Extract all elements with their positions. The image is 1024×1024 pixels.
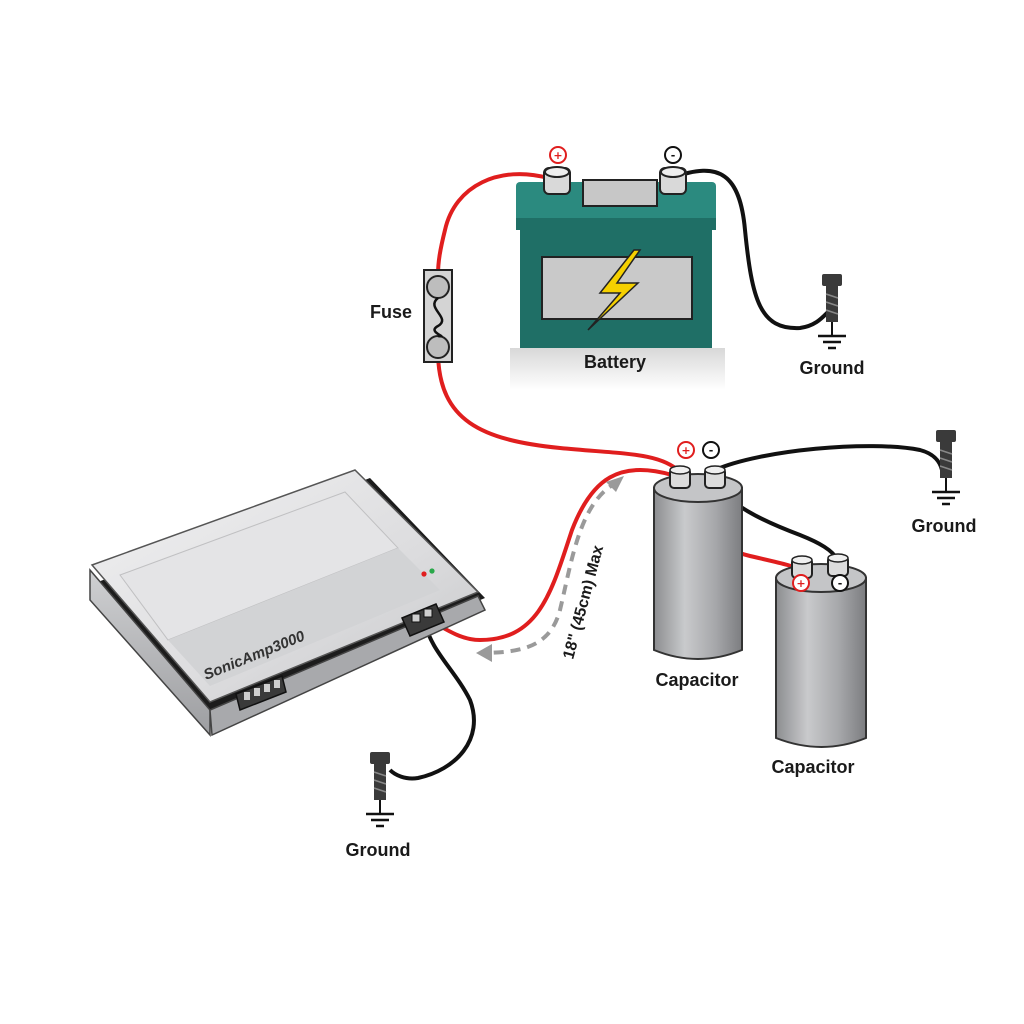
svg-text:+: + [681,444,690,457]
capacitor-2-body [775,577,867,748]
wire-battery-negative-to-ground [671,168,830,331]
capacitor-2-label: Capacitor [771,757,854,777]
fuse-element [433,297,444,338]
ground-bolt-icon [932,430,960,506]
ground-capacitor: Ground [912,430,977,536]
wire-fuse-to-capacitor-positive [436,354,682,474]
amplifier-power-led-green [429,568,435,574]
wire-capacitor-negative-to-ground [714,444,944,472]
svg-text:-: - [838,577,843,590]
ground-amplifier: Ground [346,752,411,860]
capacitor-1-top [653,473,743,503]
svg-text:+: + [796,577,805,590]
distance-arrow [484,480,619,655]
battery-positive-sign: + [549,146,567,164]
amplifier-power-led-red [421,571,427,577]
fuse-top-cap [426,275,450,299]
wire-battery-positive-to-fuse [436,172,549,276]
amplifier-power-terminal [401,603,445,637]
capacitor-2: + - Capacitor [771,553,867,777]
fuse: Fuse [370,269,453,363]
capacitor-2-negative-post [827,553,849,577]
svg-text:+: + [553,149,562,162]
battery-label: Battery [584,352,646,372]
distance-arrowhead-bottom [476,644,492,662]
capacitor-2-positive-post [791,555,813,579]
ground-bolt-icon [366,752,394,828]
battery-negative-post [659,166,687,195]
lightning-icon [587,249,642,331]
amplifier: SonicAmp3000 [89,469,487,737]
capacitor-1-negative-sign: - [702,441,720,459]
distance-arrowhead-top [606,476,624,492]
battery-shadow [510,348,725,390]
capacitor-2-positive-sign: + [792,574,810,592]
wire-capacitor-positive-to-amplifier [431,467,673,643]
capacitor-2-top [775,563,867,593]
capacitor-1-negative-post [704,465,726,489]
battery-lid-rim [516,218,716,230]
fuse-label: Fuse [370,302,412,322]
ground-label: Ground [912,516,977,536]
ground-label: Ground [800,358,865,378]
wire-amplifier-negative-to-ground [388,621,476,781]
battery: + - Battery [510,146,725,390]
svg-text:-: - [671,149,676,162]
battery-negative-sign: - [664,146,682,164]
battery-positive-post [543,166,571,195]
amplifier-speaker-terminal [235,674,287,712]
ground-battery: Ground [800,274,865,378]
battery-vent-cap [582,179,658,207]
amplifier-front-face [89,567,211,737]
capacitor-1-body [653,487,743,660]
distance-indicator: 18" (45cm) Max [476,476,624,662]
capacitor-1-positive-post [669,465,691,489]
distance-label: 18" (45cm) Max [560,544,607,661]
amplifier-heatsink-shadow [168,548,440,686]
capacitor-1-label: Capacitor [655,670,738,690]
fuse-bottom-cap [426,335,450,359]
ground-label: Ground [346,840,411,860]
ground-bolt-icon [818,274,846,350]
capacitor-2-negative-sign: - [831,574,849,592]
svg-text:-: - [709,444,714,457]
capacitor-1-positive-sign: + [677,441,695,459]
capacitor-1: + - Capacitor [653,441,743,690]
